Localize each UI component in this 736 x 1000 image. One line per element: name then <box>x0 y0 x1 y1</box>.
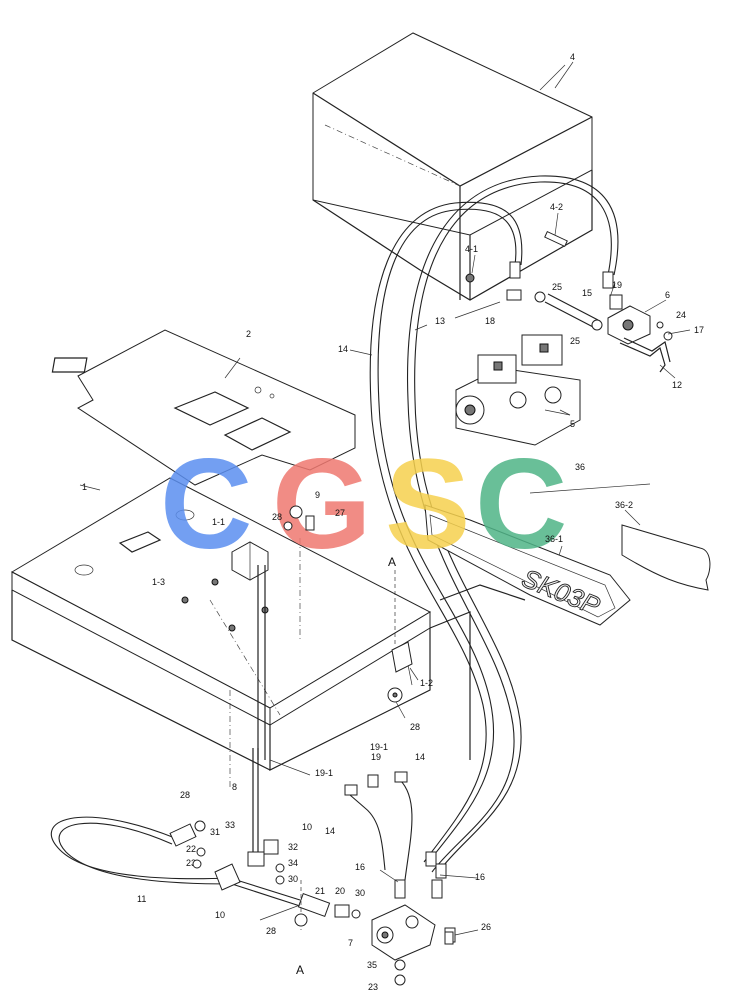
callout: 20 <box>335 886 345 896</box>
floor-mat <box>51 329 356 486</box>
callout: 4-1 <box>465 244 478 254</box>
callout: 19 <box>371 752 381 762</box>
watermark-letter-4: C <box>475 433 567 576</box>
decal-sheet <box>621 524 711 591</box>
callout: 5 <box>570 419 575 429</box>
callout: 31 <box>210 827 220 837</box>
callout: 2 <box>246 329 251 339</box>
hydraulic-tank <box>312 32 593 301</box>
callout: 16 <box>355 862 365 872</box>
callout: 10 <box>302 822 312 832</box>
callout: 34 <box>288 858 298 868</box>
view-marker-bottom: A <box>296 963 304 977</box>
callout: 32 <box>288 842 298 852</box>
control-valve <box>334 879 456 986</box>
callout: 19-1 <box>370 742 388 752</box>
hydraulic-pump <box>455 334 581 446</box>
callout: 14 <box>415 752 425 762</box>
callout: 4-2 <box>550 202 563 212</box>
callout: 13 <box>435 316 445 326</box>
suction-pipe <box>465 230 603 331</box>
callout: 25 <box>570 336 580 346</box>
callout: 27 <box>335 508 345 518</box>
callout: 36 <box>575 462 585 472</box>
callout: 1-3 <box>152 577 165 587</box>
callout: 21 <box>315 886 325 896</box>
callout: 23 <box>186 858 196 868</box>
watermark-letter-1: C <box>160 433 252 576</box>
callout: 15 <box>582 288 592 298</box>
mount-bracket <box>231 538 301 760</box>
callout: 16 <box>475 872 485 882</box>
callout: 9 <box>315 490 320 500</box>
callout: 14 <box>338 344 348 354</box>
gear-pump <box>607 294 673 373</box>
callout: 23 <box>368 982 378 992</box>
view-marker-top: A <box>388 555 396 569</box>
callout-labels: 4 4-2 4-1 19 6 25 15 24 17 18 13 14 25 1… <box>82 52 704 992</box>
callout: 26 <box>481 922 491 932</box>
callout: 30 <box>355 888 365 898</box>
callout: 25 <box>552 282 562 292</box>
callout: 18 <box>485 316 495 326</box>
pilot-hoses <box>344 771 413 881</box>
callout: 22 <box>186 844 196 854</box>
callout: 28 <box>410 722 420 732</box>
callout: 19-1 <box>315 768 333 778</box>
hardware-fittings <box>192 505 454 945</box>
watermark: C G S C <box>160 433 567 576</box>
callout: 17 <box>694 325 704 335</box>
high-pressure-hoses <box>369 175 619 879</box>
control-cable <box>50 816 331 918</box>
callout: 10 <box>215 910 225 920</box>
callout: 14 <box>325 826 335 836</box>
callout: 1-1 <box>212 517 225 527</box>
callout: 30 <box>288 874 298 884</box>
control-rod <box>247 748 285 885</box>
callout: 28 <box>272 512 282 522</box>
callout: 4 <box>570 52 575 62</box>
callout: 28 <box>266 926 276 936</box>
callout: 1-2 <box>420 678 433 688</box>
callout: 28 <box>180 790 190 800</box>
callout: 11 <box>137 894 146 904</box>
callout: 35 <box>367 960 377 970</box>
callout: 19 <box>612 280 622 290</box>
callout: 24 <box>676 310 686 320</box>
callout: 12 <box>672 380 682 390</box>
callout: 36-1 <box>545 534 563 544</box>
floor-plate <box>10 477 526 790</box>
callout: 1 <box>82 482 87 492</box>
callout: 6 <box>665 290 670 300</box>
watermark-letter-3: S <box>385 433 470 576</box>
callout: 33 <box>225 820 235 830</box>
leader-lines <box>259 61 691 936</box>
model-decal: SK03P <box>424 504 631 626</box>
callout: 8 <box>232 782 237 792</box>
callout: 7 <box>348 938 353 948</box>
watermark-letter-2: G <box>272 433 372 576</box>
callout: 36-2 <box>615 500 633 510</box>
